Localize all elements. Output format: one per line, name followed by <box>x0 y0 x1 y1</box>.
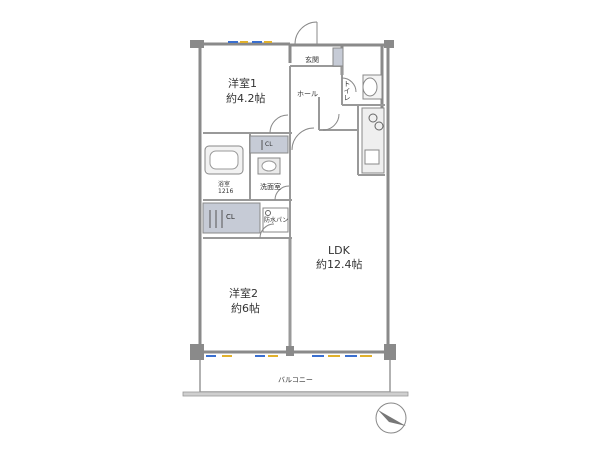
washer-pan-label: 防水パン <box>264 217 289 224</box>
bath-size-label: 1216 <box>218 188 234 195</box>
toilet-icon <box>362 74 383 100</box>
washer-pan-icon <box>262 207 289 233</box>
balcony-label: バルコニー <box>278 376 313 384</box>
western-room-1-size: 約4.2帖 <box>226 92 266 105</box>
bathtub-icon <box>204 145 244 175</box>
entrance-label: 玄関 <box>305 56 319 64</box>
washroom-label: 洗面室 <box>260 183 281 191</box>
north-compass-icon <box>375 402 407 434</box>
kitchen-counter <box>361 107 385 174</box>
hall-label: ホール <box>297 90 318 98</box>
western-room-2-name: 洋室2 <box>229 287 258 300</box>
door-swings <box>259 21 357 239</box>
ldk-name: LDK <box>328 244 350 257</box>
closet-2-label: CL <box>226 213 235 221</box>
closet-1-label: CL <box>265 141 273 148</box>
toilet-label: トイレ <box>343 80 351 101</box>
closet-2-area <box>202 202 261 234</box>
washbasin-icon <box>257 157 281 175</box>
western-room-2-size: 約6帖 <box>231 302 260 315</box>
window-marks <box>206 41 372 357</box>
bath-label: 浴室 <box>218 181 231 188</box>
ldk-size: 約12.4帖 <box>316 258 363 271</box>
walls <box>198 42 390 354</box>
balcony-rail <box>182 391 409 397</box>
shoe-cabinet <box>332 47 344 67</box>
wall-posts <box>190 40 396 360</box>
closet-1-area <box>249 135 289 154</box>
western-room-1-name: 洋室1 <box>228 77 257 90</box>
closet-hangers <box>209 140 263 228</box>
